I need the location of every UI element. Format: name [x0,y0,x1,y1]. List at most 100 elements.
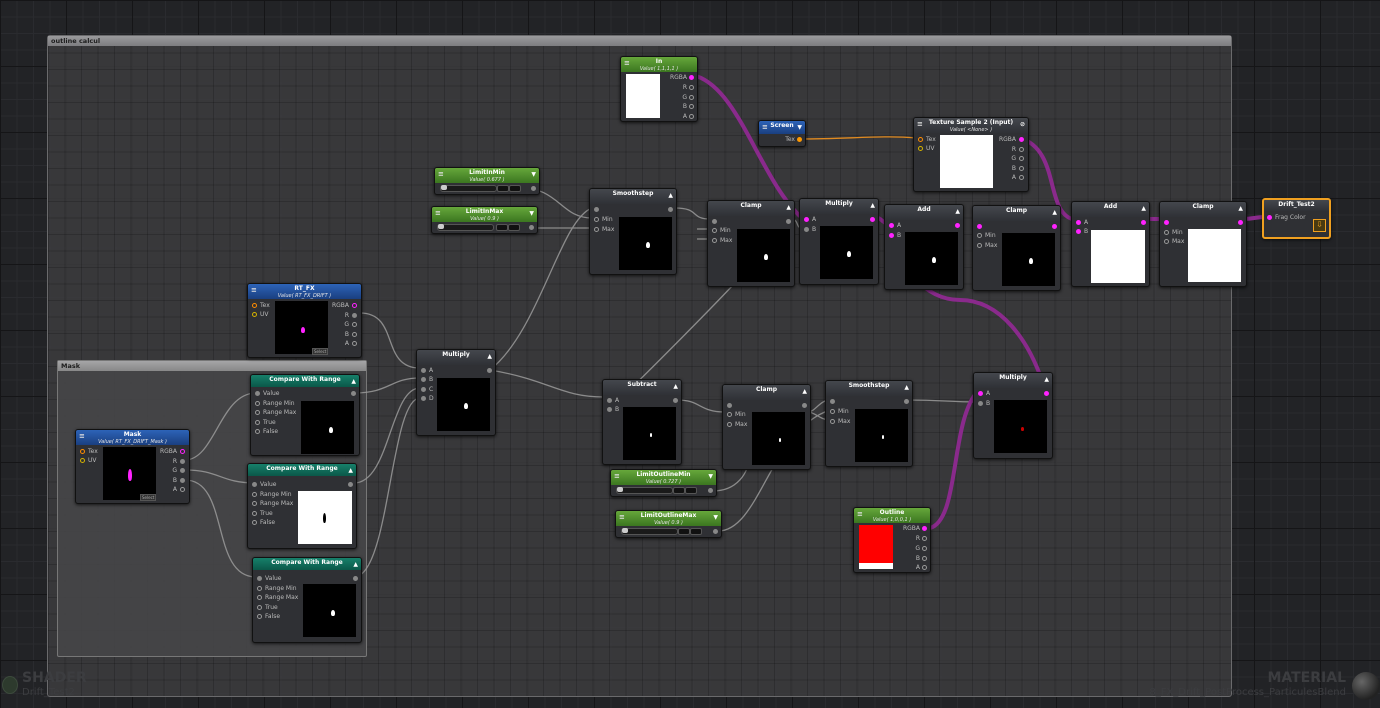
output-pin[interactable] [1052,224,1057,229]
min-field[interactable] [497,185,509,192]
input-pin[interactable] [978,401,983,406]
link-icon[interactable]: ⊘ [1019,121,1025,128]
output-pin[interactable] [1019,166,1024,171]
output-pin[interactable] [348,482,353,487]
input-pin[interactable] [594,217,599,222]
select-button[interactable]: Select [312,348,329,355]
menu-icon[interactable]: ≡ [917,120,923,128]
input-pin[interactable] [712,219,717,224]
output-pin[interactable] [1019,175,1024,180]
input-pin[interactable] [804,217,809,222]
output-pin[interactable] [1044,391,1049,396]
output-pin[interactable] [180,478,185,483]
input-pin[interactable] [889,223,894,228]
save-output-icon[interactable]: ⇩ [1313,219,1326,232]
min-field[interactable] [496,224,508,231]
input-pin[interactable] [252,520,257,525]
node-compare-with-range[interactable]: Compare With Range▲ Value Range Min Rang… [247,463,357,549]
input-pin[interactable] [252,492,257,497]
input-pin[interactable] [727,412,732,417]
collapse-arrow-icon[interactable]: ▼ [713,514,718,521]
input-pin[interactable] [1267,215,1272,220]
menu-icon[interactable]: ≡ [435,209,441,217]
input-pin[interactable] [830,409,835,414]
output-pin[interactable] [955,223,960,228]
node-multiply[interactable]: Multiply▲ A B [799,198,879,285]
output-pin[interactable] [797,137,802,142]
input-pin[interactable] [889,233,894,238]
output-pin[interactable] [529,225,534,230]
output-pin[interactable] [802,403,807,408]
input-pin[interactable] [255,391,260,396]
input-pin[interactable] [918,146,923,151]
input-pin[interactable] [594,227,599,232]
input-pin[interactable] [712,238,717,243]
output-pin[interactable] [1141,220,1146,225]
input-pin[interactable] [594,207,599,212]
input-pin[interactable] [978,391,983,396]
menu-icon[interactable]: ≡ [762,123,768,131]
output-pin[interactable] [352,341,357,346]
collapse-arrow-icon[interactable]: ▲ [487,353,492,360]
input-pin[interactable] [1164,230,1169,235]
material-preview-sphere[interactable] [1352,672,1380,700]
output-pin[interactable] [352,332,357,337]
collapse-arrow-icon[interactable]: ▲ [668,192,673,199]
input-pin[interactable] [607,407,612,412]
output-pin[interactable] [689,104,694,109]
menu-icon[interactable]: ≡ [619,513,625,521]
collapse-arrow-icon[interactable]: ▼ [531,171,536,178]
input-pin[interactable] [255,401,260,406]
input-pin[interactable] [1076,229,1081,234]
input-pin[interactable] [255,429,260,434]
node-compare-with-range[interactable]: Compare With Range▲ Value Range Min Rang… [250,374,360,456]
output-pin[interactable] [352,313,357,318]
menu-icon[interactable]: ≡ [79,432,85,440]
input-pin[interactable] [1164,239,1169,244]
input-pin[interactable] [1164,220,1169,225]
collapse-arrow-icon[interactable]: ▲ [870,202,875,209]
output-pin[interactable] [922,536,927,541]
collapse-arrow-icon[interactable]: ▼ [708,473,713,480]
output-pin[interactable] [180,487,185,492]
output-pin[interactable] [922,546,927,551]
output-pin[interactable] [922,565,927,570]
node-output-drift-test2[interactable]: Drift_Test2 Frag Color ⇩ [1262,198,1331,239]
node-smoothstep[interactable]: Smoothstep▲ Min Max [825,380,913,467]
output-pin[interactable] [689,75,694,80]
input-pin[interactable] [830,419,835,424]
collapse-arrow-icon[interactable]: ▼ [529,210,534,217]
input-pin[interactable] [257,595,262,600]
node-add[interactable]: Add▲ A B [1071,201,1150,287]
input-pin[interactable] [255,420,260,425]
output-pin[interactable] [786,219,791,224]
collapse-arrow-icon[interactable]: ▲ [904,384,909,391]
collapse-arrow-icon[interactable]: ▲ [1141,205,1146,212]
node-compare-with-range[interactable]: Compare With Range▲ Value Range Min Rang… [252,557,362,643]
input-pin[interactable] [80,458,85,463]
output-pin[interactable] [708,488,713,493]
output-pin[interactable] [673,398,678,403]
collapse-arrow-icon[interactable]: ▲ [1238,205,1243,212]
node-subtract[interactable]: Subtract▲ A B [602,379,682,465]
node-texture-sample[interactable]: ≡Texture Sample 2 (Input)Value( <None> )… [913,117,1029,192]
collapse-arrow-icon[interactable]: ▲ [673,383,678,390]
input-pin[interactable] [257,605,262,610]
max-field[interactable] [685,487,697,494]
output-pin[interactable] [180,449,185,454]
min-field[interactable] [678,528,690,535]
input-pin[interactable] [727,422,732,427]
output-pin[interactable] [351,391,356,396]
node-multiply[interactable]: Multiply▲ A B [973,372,1053,459]
input-pin[interactable] [977,233,982,238]
output-pin[interactable] [668,207,673,212]
input-pin[interactable] [712,228,717,233]
input-pin[interactable] [421,377,426,382]
